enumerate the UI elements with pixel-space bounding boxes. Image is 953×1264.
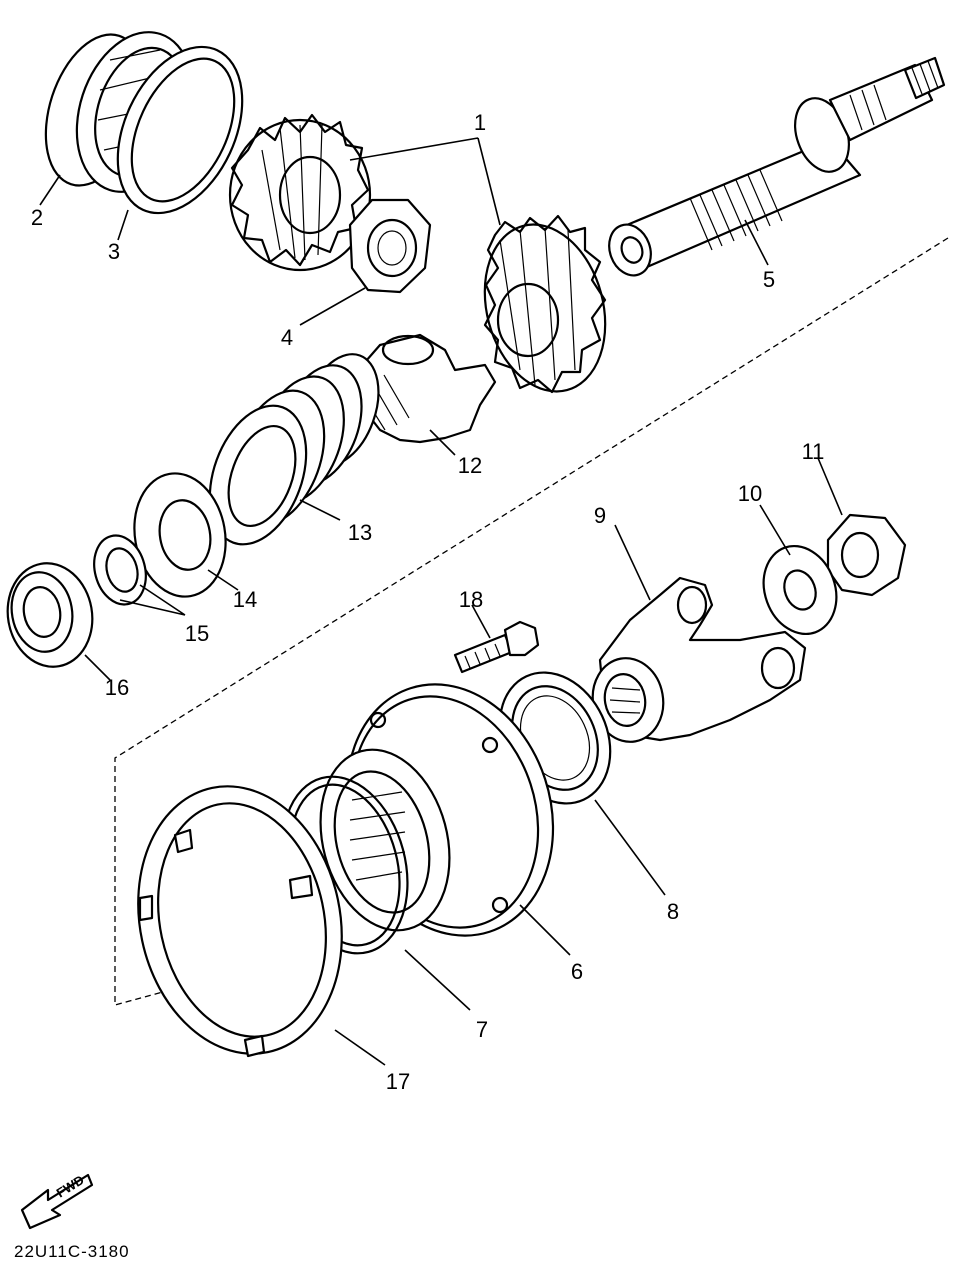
part-13-spring (208, 353, 380, 546)
callout-5: 5 (762, 267, 776, 292)
assembly-boundary (114, 237, 949, 1006)
callout-14: 14 (232, 587, 258, 612)
callout-7: 7 (475, 1017, 489, 1042)
callout-15: 15 (184, 621, 210, 646)
part-3-shim (116, 45, 244, 215)
callout-1: 1 (473, 110, 487, 135)
callout-2: 2 (30, 205, 44, 230)
part-9-yoke (591, 576, 807, 743)
part-14-collar (133, 472, 227, 598)
callout-11: 11 (801, 439, 825, 464)
fwd-arrow: FWD (20, 1172, 94, 1230)
callout-9: 9 (593, 503, 607, 528)
callout-6: 6 (570, 959, 584, 984)
callout-10: 10 (737, 481, 763, 506)
callout-17: 17 (385, 1069, 411, 1094)
part-10-washer (762, 544, 838, 636)
callout-13: 13 (347, 520, 373, 545)
part-17-shim-plate (137, 785, 343, 1058)
part-1-pinion-gear (228, 113, 372, 272)
callout-16: 16 (104, 675, 130, 700)
leader-lines (39, 137, 843, 1066)
callout-4: 4 (280, 325, 294, 350)
callout-8: 8 (666, 899, 680, 924)
callout-18: 18 (458, 587, 484, 612)
part-16-bearing (6, 562, 94, 668)
drawing-code: 22U11C-3180 (14, 1242, 130, 1261)
part-4-nut (348, 198, 432, 294)
callout-3: 3 (107, 239, 121, 264)
part-18-bolt (453, 620, 540, 674)
part-1-ring-gear (483, 214, 607, 394)
part-15-circlip (93, 534, 147, 606)
part-5-shaft (608, 56, 946, 277)
part-11-nut (826, 513, 907, 597)
callout-12: 12 (457, 453, 483, 478)
